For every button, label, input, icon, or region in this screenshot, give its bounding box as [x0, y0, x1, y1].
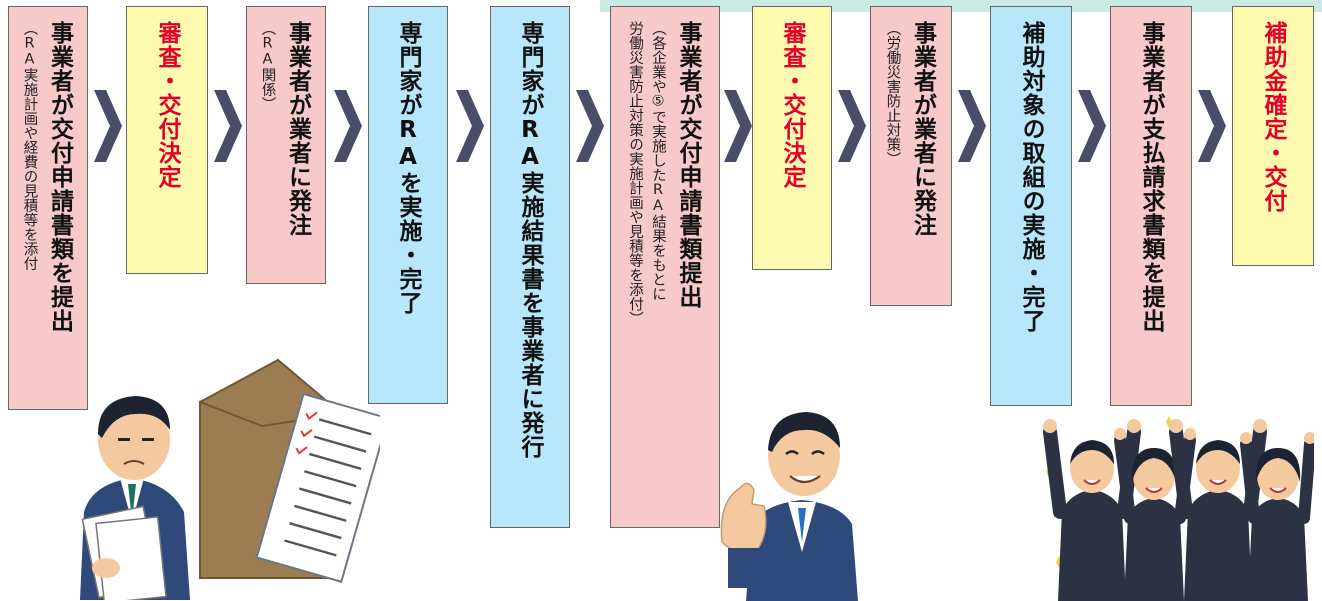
chevron-right-icon — [576, 90, 604, 162]
step-8-box: 事業者が業者に発注 （労働災害防止対策） — [870, 6, 952, 306]
step-11-title: 補助金確定・交付 — [1260, 21, 1286, 213]
step-1-title: 事業者が交付申請書類を提出 — [46, 21, 73, 333]
step-3-box: 事業者が業者に発注 （RA関係） — [246, 6, 326, 284]
step-6-title: 事業者が交付申請書類提出 — [675, 21, 701, 309]
chevron-right-icon — [334, 90, 362, 162]
step-5-title: 専門家がRA実施結果書を事業者に発行 — [517, 21, 543, 459]
step-2-title: 審査・交付決定 — [154, 21, 180, 189]
step-3-title: 事業者が業者に発注 — [284, 21, 311, 237]
step-3-note: （RA関係） — [259, 21, 276, 111]
step-7-box: 審査・交付決定 — [752, 6, 832, 270]
step-10-title: 事業者が支払請求書類を提出 — [1138, 21, 1164, 333]
step-1-box: 事業者が交付申請書類を提出 （RA実施計画や経費の見積等を添付 — [8, 6, 88, 410]
chevron-right-icon — [838, 90, 866, 162]
chevron-right-icon — [456, 90, 484, 162]
step-10-box: 事業者が支払請求書類を提出 — [1110, 6, 1192, 406]
step-9-box: 補助対象の取組の実施・完了 — [990, 6, 1072, 406]
step-4-title: 専門家がRAを実施・完了 — [395, 21, 421, 315]
chevron-right-icon — [214, 90, 242, 162]
chevron-right-icon — [1198, 90, 1226, 162]
step-6-box: 事業者が交付申請書類提出 （各企業や⑤で実施したRA結果をもとに 労働災害防止対… — [610, 6, 720, 528]
step-9-title: 補助対象の取組の実施・完了 — [1018, 21, 1044, 333]
step-6-note-line-2: 労働災害防止対策の実施計画や見積等を添付） — [627, 21, 643, 326]
step-11-box: 補助金確定・交付 — [1232, 6, 1314, 266]
businessman-reading-icon — [80, 396, 190, 600]
step-5-box: 専門家がRA実施結果書を事業者に発行 — [490, 6, 570, 528]
step-6-note-line-1: （各企業や⑤で実施したRA結果をもとに — [650, 21, 666, 301]
envelope-checklist-icon — [199, 358, 380, 583]
businessman-thumbs-up-icon — [720, 412, 858, 601]
step-8-note: （労働災害防止対策） — [884, 21, 901, 166]
step-4-box: 専門家がRAを実施・完了 — [368, 6, 448, 404]
step-1-note: （RA実施計画や経費の見積等を添付 — [21, 21, 38, 271]
cheering-team-icon — [1043, 416, 1314, 601]
chevron-right-icon — [94, 90, 122, 162]
chevron-right-icon — [724, 90, 752, 162]
step-8-title: 事業者が業者に発注 — [909, 21, 936, 237]
chevron-right-icon — [1078, 90, 1106, 162]
step-2-box: 審査・交付決定 — [126, 6, 208, 274]
chevron-right-icon — [958, 90, 986, 162]
step-7-title: 審査・交付決定 — [779, 21, 805, 189]
